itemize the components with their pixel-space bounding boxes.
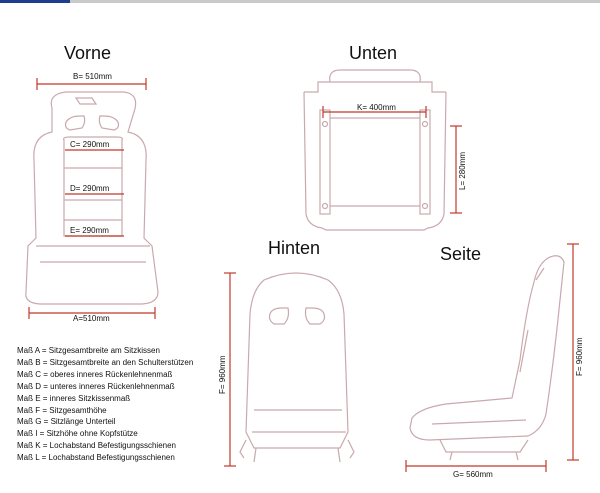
legend-item-k: Maß K = Lochabstand Befestigungsschienen: [17, 441, 176, 451]
dimension-label-l: L= 280mm: [458, 151, 467, 190]
legend-item-d: Maß D = unteres inneres Rückenlehnenmaß: [17, 381, 175, 391]
side-view-dimensions: [405, 243, 579, 472]
legend-item-f: Maß F = Sitzgesamthöhe: [17, 405, 107, 415]
back-view-dimensions: [224, 272, 236, 467]
back-view-outline: [239, 272, 355, 463]
front-view-outline: [25, 91, 159, 305]
side-view-title: Seite: [440, 244, 482, 264]
dimension-label-e: E= 290mm: [70, 226, 109, 235]
back-view-title: Hinten: [268, 238, 321, 258]
dimension-label-f-side: F= 960mm: [575, 337, 584, 376]
side-view-outline: [409, 255, 565, 461]
bottom-view-outline: [303, 69, 447, 231]
dimension-label-d: D= 290mm: [70, 184, 110, 193]
bottom-view-title: Unten: [349, 43, 398, 63]
bottom-view-dimensions: [322, 106, 462, 214]
legend-item-g: Maß G = Sitzlänge Unterteil: [17, 417, 116, 427]
legend-item-b: Maß B = Sitzgesamtbreite an den Schulter…: [17, 357, 194, 367]
front-view-dimensions: [28, 78, 156, 319]
top-accent-bar: [0, 0, 70, 3]
legend-item-i: Maß I = Sitzhöhe ohne Kopfstütze: [17, 429, 138, 439]
dimension-label-c: C= 290mm: [70, 140, 110, 149]
dimension-label-a: A=510mm: [73, 314, 110, 323]
legend-item-c: Maß C = oberes inneres Rückenlehnenmaß: [17, 369, 173, 379]
dimension-label-b: B= 510mm: [73, 72, 112, 81]
dimension-label-k: K= 400mm: [357, 103, 396, 112]
top-divider-bar: [0, 0, 600, 3]
legend-item-e: Maß E = inneres Sitzkissenmaß: [17, 393, 131, 403]
legend-item-a: Maß A = Sitzgesamtbreite am Sitzkissen: [17, 346, 160, 355]
dimension-label-f-back: F= 960mm: [218, 355, 227, 394]
legend-item-l: Maß L = Lochabstand Befestigungsschienen: [17, 453, 175, 463]
dimension-legend: Maß A = Sitzgesamtbreite am Sitzkissen M…: [17, 345, 193, 464]
front-view-title: Vorne: [64, 43, 112, 63]
dimension-label-g: G= 560mm: [453, 470, 493, 479]
